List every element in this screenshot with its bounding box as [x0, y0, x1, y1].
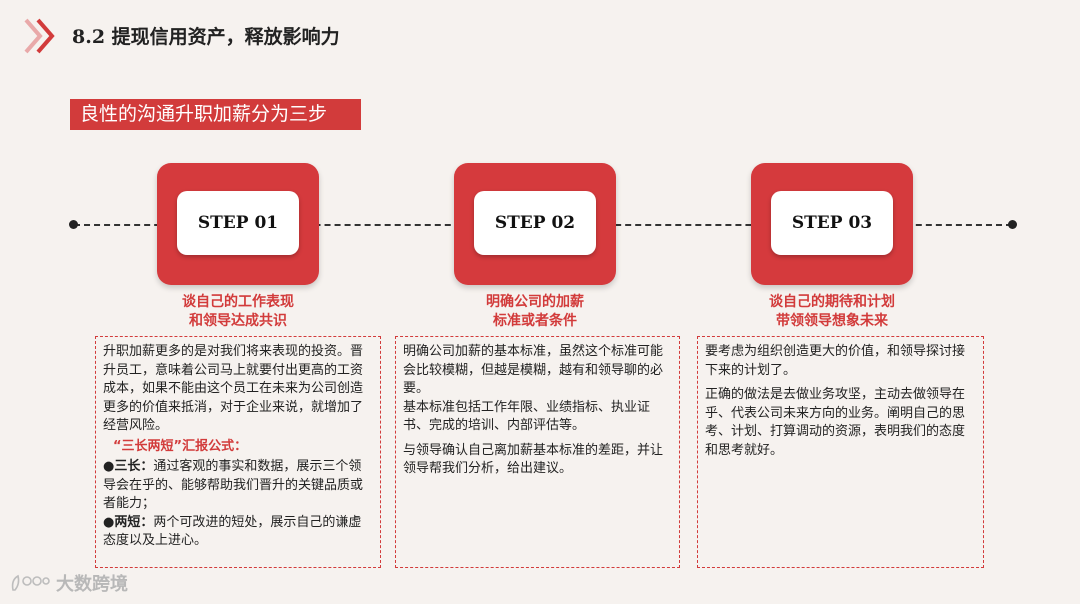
brand-logo-icon [11, 574, 50, 591]
step-03-title-line1: 谈自己的期待和计划 [769, 294, 895, 310]
watermark: 大数跨境 [10, 570, 128, 596]
step-02-paragraph-2: 基本标准包括工作年限、业绩指标、执业证书、完成的培训、内部评估等。 [403, 399, 651, 434]
chevron-right-icon [24, 18, 55, 54]
step-01-bullet-1: ●三长：通过客观的事实和数据，展示三个领导会在乎的、能够帮助我们晋升的关键品质或… [103, 458, 373, 514]
bullet-1-label: ●三长： [103, 459, 154, 474]
step-01-formula: “三长两短”汇报公式： [113, 438, 248, 454]
step-01-title-line2: 和领导达成共识 [189, 313, 287, 329]
step-01-bullet-2: ●两短：两个可改进的短处，展示自己的谦虚态度以及上进心。 [103, 514, 373, 551]
section-banner: 良性的沟通升职加薪分为三步 [70, 99, 361, 130]
step-02-label: STEP 02 [474, 191, 596, 255]
step-02-card: 明确公司加薪的基本标准，虽然这个标准可能会比较模糊，但越是模糊，越有和领导聊的必… [395, 336, 680, 568]
step-03-label: STEP 03 [771, 191, 893, 255]
bullet-2-text: 两个可改进的短处，展示自己的谦虚态度以及上进心。 [103, 514, 362, 549]
page-title: 8.2 提现信用资产，释放影响力 [72, 26, 340, 48]
step-02-paragraph-3: 与领导确认自己离加薪基本标准的差距，并让领导帮我们分析，给出建议。 [403, 442, 664, 477]
step-03-paragraph-1: 要考虑为组织创造更大的价值，和领导探讨接下来的计划了。 [705, 344, 966, 378]
timeline-end-dot [1008, 220, 1017, 229]
step-01-label: STEP 01 [177, 191, 299, 255]
bullet-2-label: ●两短： [103, 514, 154, 530]
step-01-badge: STEP 01 [157, 163, 319, 285]
step-02-title-line1: 明确公司的加薪 [486, 294, 584, 310]
bullet-1-text: 通过客观的事实和数据，展示三个领导会在乎的、能够帮助我们晋升的关键品质或者能力； [103, 459, 364, 511]
step-03-title: 谈自己的期待和计划 带领领导想象未来 [701, 293, 963, 331]
watermark-text: 大数跨境 [56, 574, 128, 595]
step-03-paragraph-2: 正确的做法是去做业务攻坚，主动去做领导在乎、代表公司未来方向的业务。阐明自己的思… [705, 387, 966, 458]
step-01-title-line1: 谈自己的工作表现 [182, 294, 294, 310]
step-02-title: 明确公司的加薪 标准或者条件 [404, 293, 666, 331]
step-03-card: 要考虑为组织创造更大的价值，和领导探讨接下来的计划了。 正确的做法是去做业务攻坚… [697, 336, 984, 568]
step-01-card: 升职加薪更多的是对我们将来表现的投资。晋升员工，意味着公司马上就要付出更高的工资… [95, 336, 381, 568]
step-02-paragraph-1: 明确公司加薪的基本标准，虽然这个标准可能会比较模糊，但越是模糊，越有和领导聊的必… [403, 344, 664, 396]
timeline-start-dot [69, 220, 78, 229]
step-03-title-line2: 带领领导想象未来 [776, 313, 888, 329]
step-01-title: 谈自己的工作表现 和领导达成共识 [107, 293, 369, 331]
step-01-paragraph: 升职加薪更多的是对我们将来表现的投资。晋升员工，意味着公司马上就要付出更高的工资… [103, 344, 364, 433]
step-02-title-line2: 标准或者条件 [493, 313, 577, 329]
step-03-badge: STEP 03 [751, 163, 913, 285]
step-02-badge: STEP 02 [454, 163, 616, 285]
